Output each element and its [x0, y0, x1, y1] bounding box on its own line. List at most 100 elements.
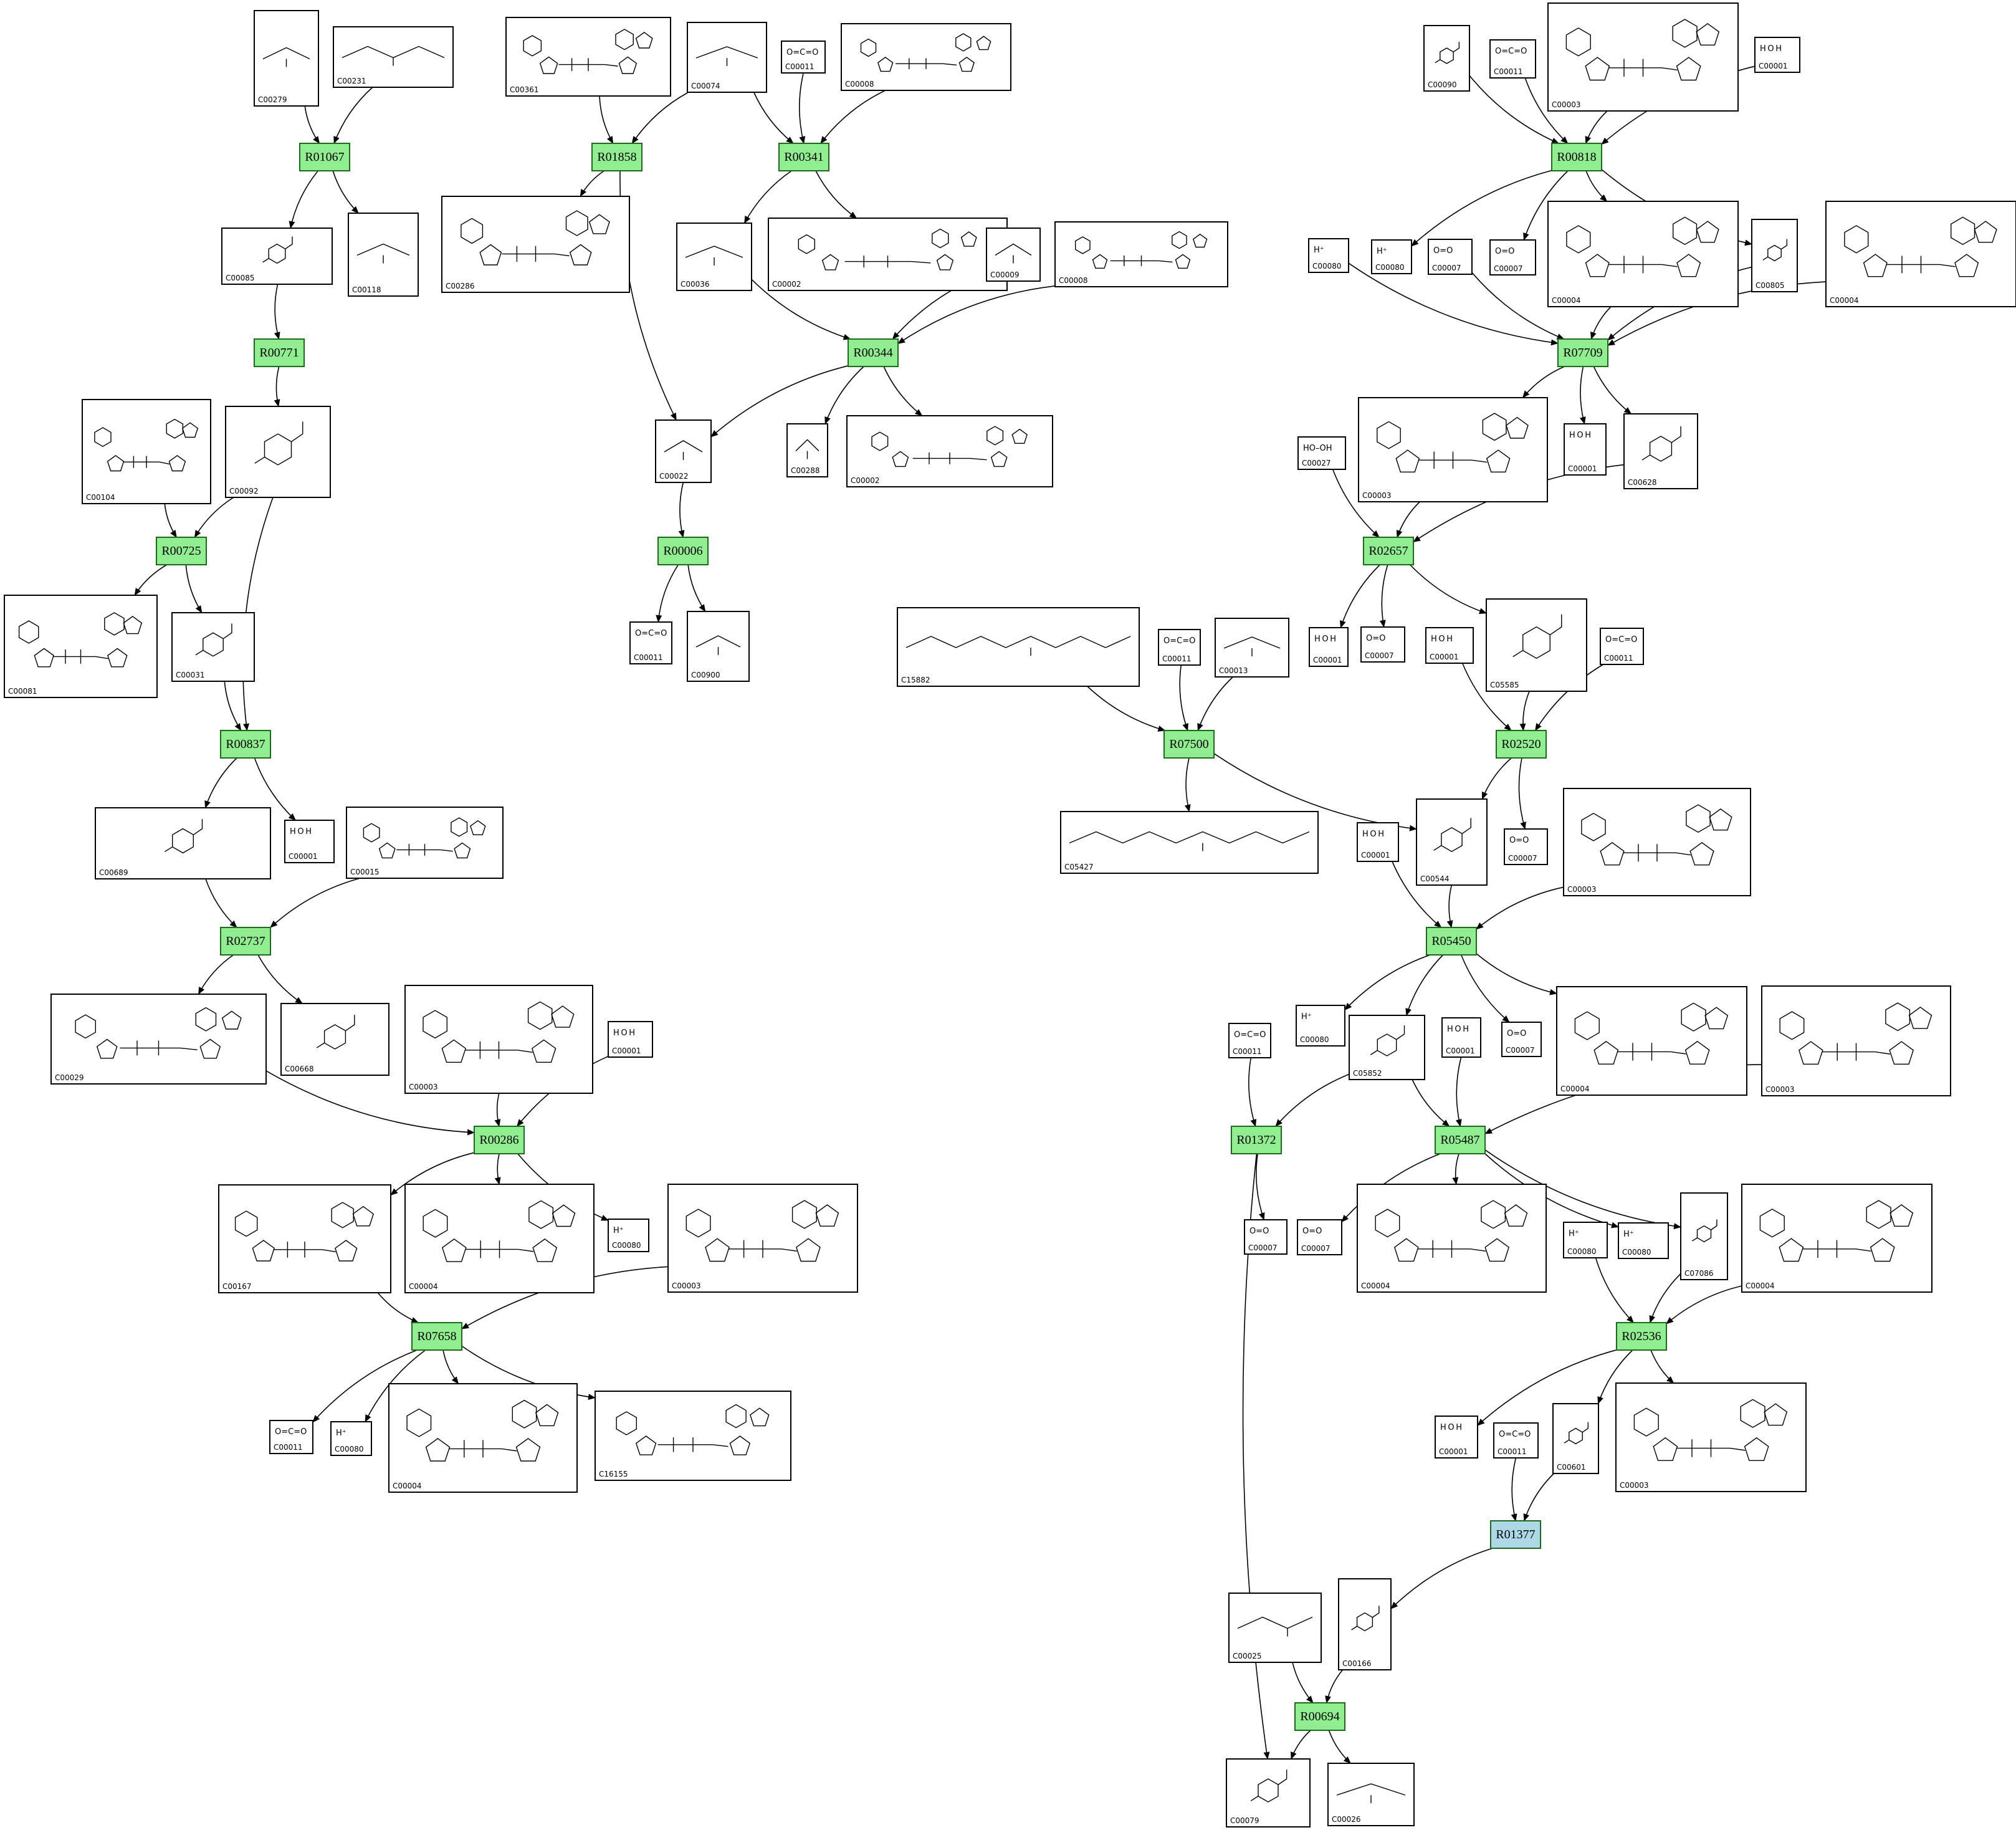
compound-node-c00092[interactable]: C00092 [225, 406, 331, 498]
compound-node-c00628[interactable]: C00628 [1623, 413, 1698, 489]
compound-node-c00080[interactable]: H⁺C00080 [1563, 1222, 1608, 1258]
compound-node-c00008[interactable]: C00008 [1054, 221, 1228, 287]
compound-node-c00004[interactable]: C00004 [1357, 1184, 1547, 1293]
compound-node-c00074[interactable]: C00074 [687, 22, 767, 93]
compound-node-c00013[interactable]: C00013 [1215, 618, 1289, 678]
compound-node-c00085[interactable]: C00085 [221, 228, 333, 285]
compound-node-c00090[interactable]: C00090 [1423, 25, 1470, 92]
compound-node-c00080[interactable]: H⁺C00080 [1308, 238, 1349, 273]
compound-node-c00004[interactable]: C00004 [388, 1383, 578, 1493]
compound-node-c00805[interactable]: C00805 [1751, 219, 1798, 292]
compound-node-c00081[interactable]: C00081 [4, 595, 158, 698]
compound-node-c00003[interactable]: C00003 [1761, 985, 1951, 1096]
compound-node-c00004[interactable]: C00004 [1547, 201, 1739, 307]
compound-node-c00601[interactable]: C00601 [1552, 1403, 1599, 1474]
reaction-node-r02536[interactable]: R02536 [1616, 1322, 1667, 1351]
compound-node-c00231[interactable]: C00231 [333, 26, 454, 88]
compound-node-c00009[interactable]: C00009 [986, 228, 1041, 282]
compound-node-c00004[interactable]: C00004 [404, 1184, 595, 1293]
compound-node-c00026[interactable]: C00026 [1327, 1763, 1415, 1826]
reaction-node-r00837[interactable]: R00837 [220, 730, 271, 759]
compound-node-c00286[interactable]: C00286 [441, 196, 630, 293]
compound-node-c00689[interactable]: C00689 [95, 807, 271, 879]
reaction-node-r07500[interactable]: R07500 [1163, 730, 1215, 759]
compound-node-c00166[interactable]: C00166 [1338, 1578, 1392, 1670]
compound-node-c00003[interactable]: C00003 [1563, 788, 1751, 896]
compound-node-c00118[interactable]: C00118 [348, 213, 419, 297]
reaction-node-r01858[interactable]: R01858 [591, 143, 643, 171]
compound-node-c00167[interactable]: C00167 [218, 1184, 391, 1293]
compound-node-c00003[interactable]: C00003 [667, 1184, 858, 1293]
compound-node-c00080[interactable]: H⁺C00080 [1371, 239, 1412, 274]
compound-node-c00080[interactable]: H⁺C00080 [1618, 1222, 1669, 1259]
compound-node-c00004[interactable]: C00004 [1825, 201, 2016, 307]
compound-node-c00036[interactable]: C00036 [676, 223, 752, 291]
compound-node-c15882[interactable]: C15882 [897, 607, 1140, 687]
reaction-node-r00725[interactable]: R00725 [156, 537, 207, 565]
reaction-node-r01372[interactable]: R01372 [1231, 1126, 1282, 1154]
reaction-node-r05450[interactable]: R05450 [1426, 927, 1477, 956]
reaction-node-r01067[interactable]: R01067 [299, 143, 350, 171]
reaction-node-r02657[interactable]: R02657 [1363, 537, 1414, 565]
reaction-node-r00818[interactable]: R00818 [1551, 143, 1602, 171]
compound-node-c00003[interactable]: C00003 [1547, 2, 1739, 112]
compound-node-c00002[interactable]: C00002 [846, 415, 1053, 487]
compound-node-c05427[interactable]: C05427 [1060, 811, 1319, 874]
compound-node-c00544[interactable]: C00544 [1416, 798, 1488, 886]
reaction-node-r00694[interactable]: R00694 [1294, 1702, 1345, 1731]
compound-node-c00104[interactable]: C00104 [82, 399, 211, 504]
compound-node-c00079[interactable]: C00079 [1226, 1758, 1311, 1828]
compound-node-c00008[interactable]: C00008 [841, 23, 1011, 91]
compound-node-c00279[interactable]: C00279 [254, 10, 319, 107]
compound-node-c00002[interactable]: C00002 [768, 218, 1008, 291]
compound-node-c00361[interactable]: C00361 [505, 17, 671, 97]
compound-node-c00004[interactable]: C00004 [1556, 986, 1747, 1096]
compound-node-c00022[interactable]: C00022 [655, 419, 712, 483]
reaction-node-r05487[interactable]: R05487 [1435, 1126, 1486, 1154]
compound-node-c00900[interactable]: C00900 [687, 611, 750, 682]
compound-node-c00029[interactable]: C00029 [50, 994, 267, 1085]
compound-node-c00080[interactable]: H⁺C00080 [330, 1421, 372, 1456]
compound-node-c00080[interactable]: H⁺C00080 [608, 1219, 649, 1252]
compound-node-c00003[interactable]: C00003 [1615, 1382, 1807, 1492]
reaction-node-r07658[interactable]: R07658 [411, 1322, 462, 1351]
reaction-node-r00341[interactable]: R00341 [778, 143, 829, 171]
reaction-node-r02737[interactable]: R02737 [220, 927, 271, 956]
compound-node-c05852[interactable]: C05852 [1349, 1015, 1425, 1080]
reaction-node-r07709[interactable]: R07709 [1557, 338, 1608, 367]
compound-node-c05585[interactable]: C05585 [1486, 598, 1587, 692]
compound-node-c00003[interactable]: C00003 [404, 985, 593, 1094]
reaction-node-r02520[interactable]: R02520 [1496, 730, 1547, 759]
compound-node-c00080[interactable]: H⁺C00080 [1296, 1005, 1345, 1047]
compound-node-c00025[interactable]: C00025 [1228, 1593, 1322, 1663]
reaction-node-r00006[interactable]: R00006 [657, 537, 709, 565]
compound-node-c07086[interactable]: C07086 [1680, 1192, 1728, 1280]
compound-node-c16155[interactable]: C16155 [595, 1391, 791, 1481]
reaction-node-r00286[interactable]: R00286 [474, 1126, 525, 1154]
compound-node-c00031[interactable]: C00031 [171, 612, 255, 682]
